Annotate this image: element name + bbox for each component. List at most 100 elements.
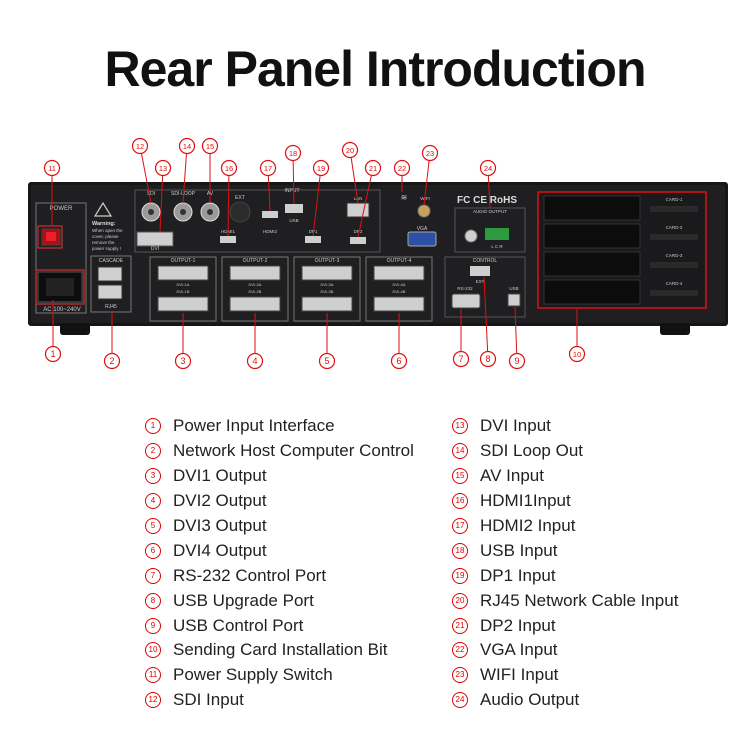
usb-control-port[interactable]: [507, 293, 521, 307]
highlight-ac-socket: [35, 269, 85, 305]
legend-item: 16 HDMI1Input: [452, 489, 678, 514]
rs232-label: RS-232: [457, 286, 473, 291]
callout-number-13: 13: [159, 164, 167, 173]
callout-number-21: 21: [369, 164, 377, 173]
usb-input-port[interactable]: [285, 204, 303, 213]
callout-number-16: 16: [225, 164, 233, 173]
callout-number-6: 6: [396, 356, 401, 366]
usb-input-label: USB: [289, 218, 298, 223]
audio-terminal-block[interactable]: [485, 228, 509, 240]
dvi-4b-label: DVI-4B: [393, 289, 406, 294]
dvi-3b-port[interactable]: [301, 296, 353, 312]
callout-number-11: 11: [48, 164, 56, 173]
legend-number: 9: [145, 617, 161, 634]
legend-item: 1 Power Input Interface: [145, 414, 414, 439]
callout-circle-21: [364, 159, 382, 177]
callout-number-23: 23: [426, 149, 434, 158]
card-slot-2[interactable]: [543, 223, 641, 249]
rj45-port-1[interactable]: [97, 266, 123, 282]
legend-number: 17: [452, 518, 468, 534]
audio-jack[interactable]: [464, 229, 478, 243]
legend-number: 5: [145, 518, 161, 534]
callout-leader-19: [312, 167, 322, 237]
dvi-1b-port[interactable]: [157, 296, 209, 312]
legend-number: 21: [452, 617, 468, 634]
card-slot-1[interactable]: [543, 195, 641, 221]
callout-circle-12: [131, 137, 149, 155]
rj45-label: RJ45: [105, 304, 117, 310]
callout-leader-9: [514, 306, 518, 362]
dvi-2b-label: DVI-2B: [249, 289, 262, 294]
dvi-2a-label: DVI-2A: [249, 282, 262, 287]
card-1-label: CARD-1: [666, 197, 683, 202]
output-3-label: OUTPUT-3: [315, 258, 340, 264]
page-title: Rear Panel Introduction: [104, 41, 647, 97]
legend-number: 12: [145, 692, 161, 709]
card-slot-4[interactable]: [543, 279, 641, 305]
callout-circle-24: [479, 159, 497, 177]
callout-number-9: 9: [514, 356, 519, 366]
callout-circle-4: [246, 352, 264, 370]
hdmi2-port[interactable]: [262, 211, 278, 218]
output-group-1: OUTPUT-1 DVI-1A DVI-1B: [149, 256, 217, 322]
legend-text: Power Input Interface: [173, 416, 335, 436]
legend-text: USB Input: [480, 540, 558, 560]
power-frame: [35, 202, 87, 314]
lan-port[interactable]: [346, 202, 370, 218]
card-slot-3[interactable]: [543, 251, 641, 277]
legend-number: 3: [145, 468, 161, 485]
usb-control-label: USB: [509, 286, 518, 291]
legend-number: 16: [452, 493, 468, 510]
callout-number-22: 22: [398, 164, 406, 173]
dvi-3a-label: DVI-3A: [321, 282, 334, 287]
dvi-4a-port[interactable]: [373, 265, 425, 281]
warning-title: Warning:: [92, 221, 116, 227]
dvi-input-port[interactable]: [136, 231, 174, 247]
callout-circle-8: [479, 350, 497, 368]
legend-number: 20: [452, 592, 468, 609]
rj45-port-2[interactable]: [97, 284, 123, 300]
callout-leader-8: [483, 276, 489, 360]
callout-leader-16: [227, 167, 230, 237]
rs232-port[interactable]: [451, 293, 481, 309]
dvi-1a-port[interactable]: [157, 265, 209, 281]
legend-text: USB Upgrade Port: [173, 590, 314, 610]
legend-text: HDMI1Input: [480, 491, 571, 511]
callout-leader-21: [357, 167, 374, 238]
card-bracket-2: [650, 234, 698, 240]
legend-text: SDI Input: [173, 690, 244, 710]
dp2-label: DP2: [354, 229, 363, 234]
warning-line-3: remove the: [92, 240, 115, 245]
dp2-port[interactable]: [350, 237, 366, 244]
dvi-2a-port[interactable]: [229, 265, 281, 281]
vga-port[interactable]: [407, 231, 437, 247]
ext-upgrade-label: EXT: [476, 279, 485, 284]
card-bracket-1: [650, 206, 698, 212]
legend-number: 1: [145, 418, 161, 435]
dvi-4b-port[interactable]: [373, 296, 425, 312]
card-4-label: CARD-4: [666, 281, 683, 286]
hdmi1-port[interactable]: [220, 236, 236, 243]
card-bracket-4: [650, 290, 698, 296]
dvi-2b-port[interactable]: [229, 296, 281, 312]
warning-icon: [93, 201, 113, 217]
callout-circle-6: [390, 352, 408, 370]
dp1-port[interactable]: [305, 236, 321, 243]
legend-text: Sending Card Installation Bit: [173, 640, 388, 660]
power-switch-rocker: [46, 232, 56, 241]
ext-upgrade-port[interactable]: [470, 266, 490, 276]
wifi-port[interactable]: [417, 204, 431, 218]
output-group-3: OUTPUT-3 DVI-3A DVI-3B: [293, 256, 361, 322]
ext-knob[interactable]: [229, 201, 251, 223]
output-2-label: OUTPUT-2: [243, 258, 268, 264]
dvi-3a-port[interactable]: [301, 265, 353, 281]
legend-text: SDI Loop Out: [480, 441, 584, 461]
input-frame: [134, 189, 381, 253]
